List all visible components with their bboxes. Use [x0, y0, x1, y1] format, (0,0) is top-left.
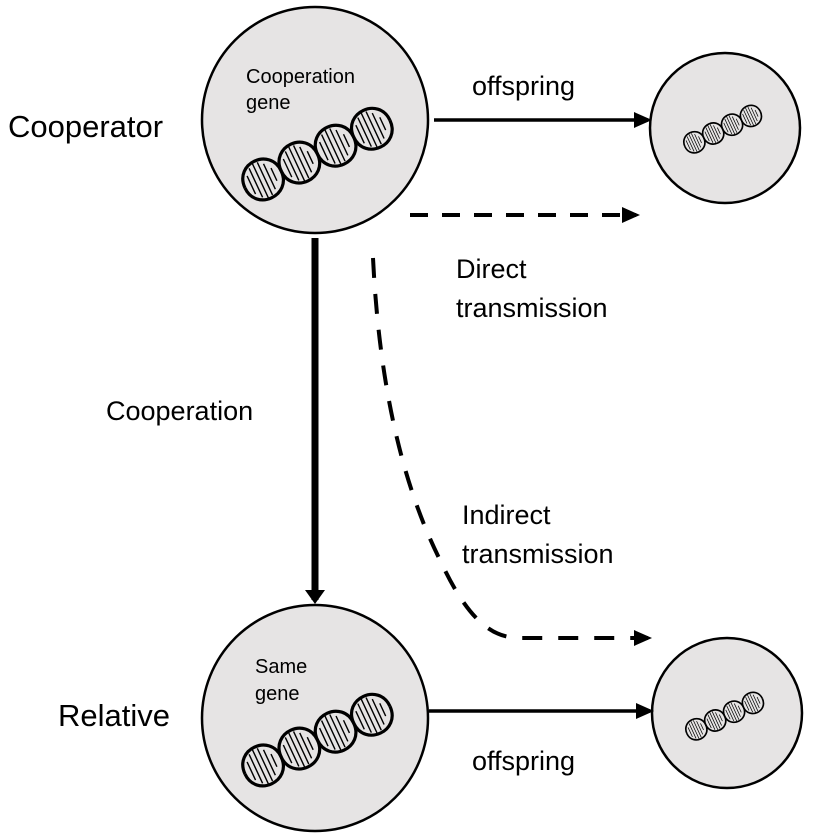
relative-node [200, 603, 430, 833]
cooperation-label: Cooperation [106, 396, 253, 426]
indirect-transmission-label-line1: Indirect [462, 500, 551, 530]
cooperator-label: Cooperator [8, 109, 163, 144]
top-offspring-label: offspring [472, 71, 575, 101]
relative-label: Relative [58, 698, 170, 733]
indirect-transmission-arrow [371, 257, 652, 646]
direct-transmission-label-line1: Direct [456, 254, 527, 284]
bottom-offspring-label: offspring [472, 746, 575, 776]
offspring-top-node [648, 51, 802, 205]
cooperation-gene-label-line2: gene [246, 92, 291, 114]
indirect-transmission-label-line2: transmission [462, 539, 614, 569]
cooperation-gene-label-line1: Cooperation [246, 66, 355, 88]
direct-transmission-label-line2: transmission [456, 293, 608, 323]
same-gene-label-line1: Same [255, 656, 307, 678]
cooperator-node [200, 5, 430, 235]
same-gene-label-line2: gene [255, 683, 300, 705]
